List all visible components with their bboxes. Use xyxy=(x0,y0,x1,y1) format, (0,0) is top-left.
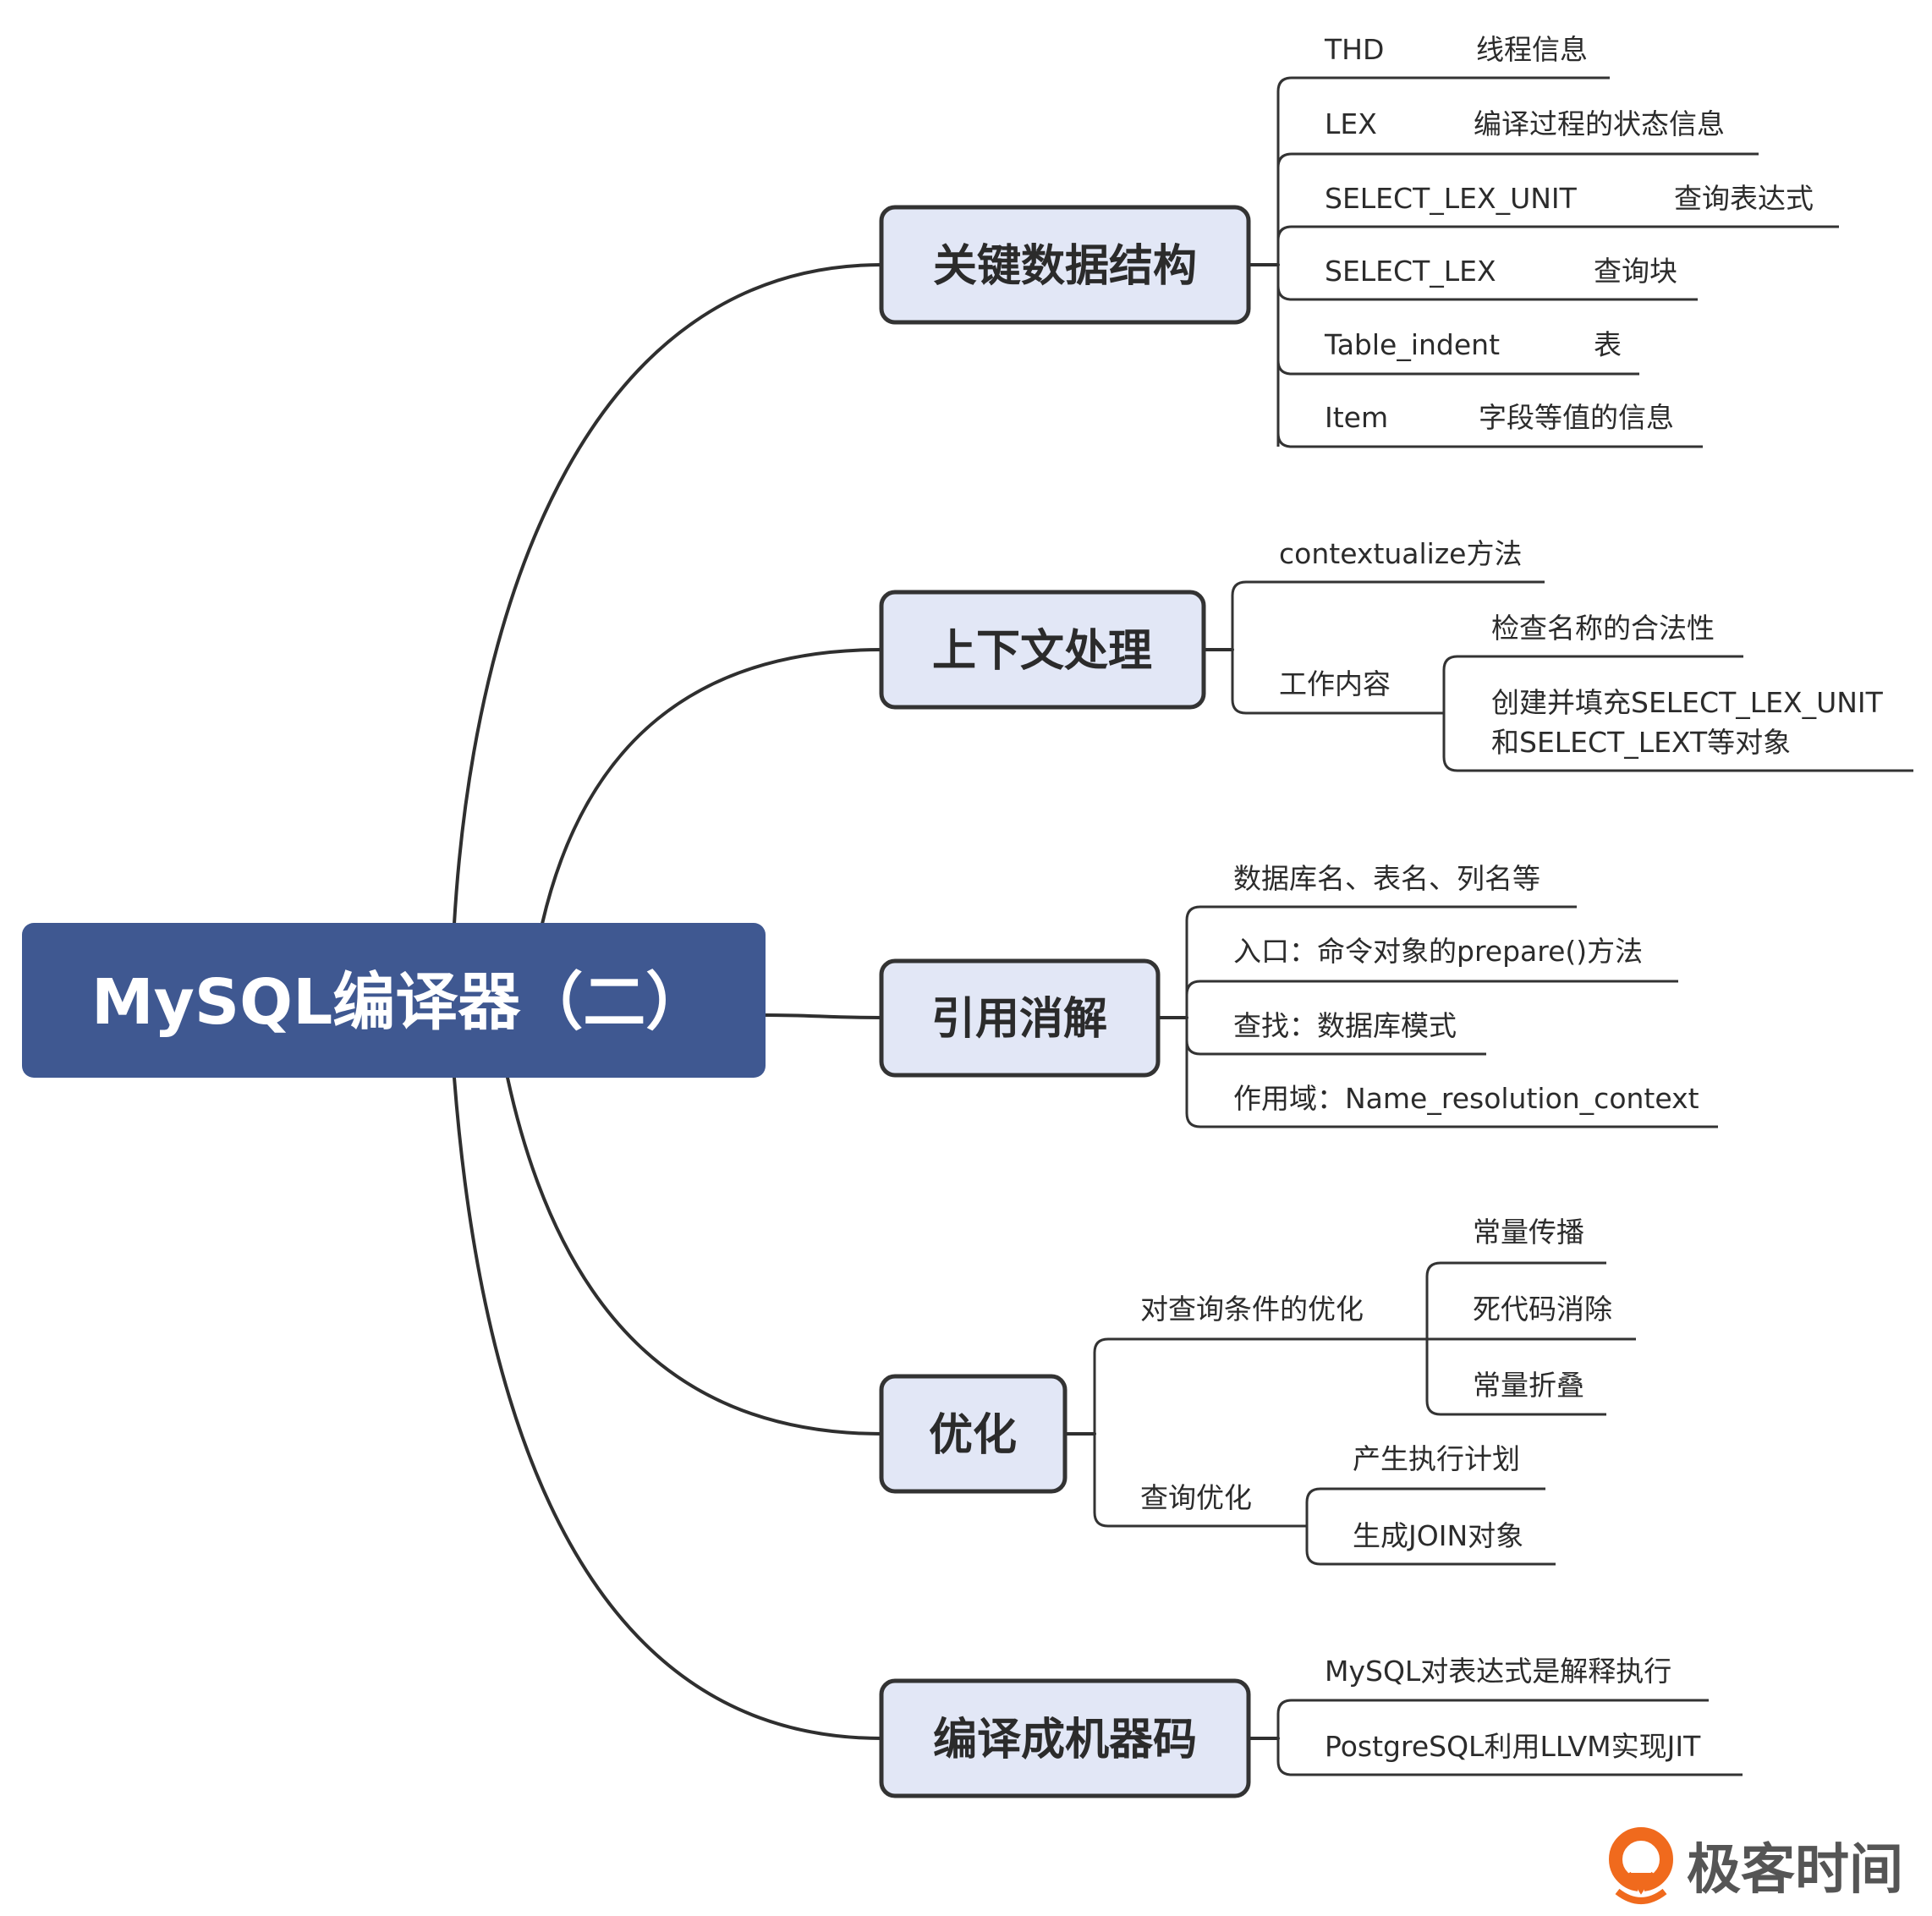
branch-optimize: 优化 对查询条件的优化 常量传播 死代码消除 常量折叠 查询优化 产生执行计划 … xyxy=(879,1216,1636,1566)
topic-title: 上下文处理 xyxy=(932,626,1152,677)
sub-item[interactable]: 检查名称的合法性 xyxy=(1491,612,1715,645)
geektime-logo-icon xyxy=(1609,1827,1673,1904)
item-desc: 查询表达式 xyxy=(1674,182,1814,215)
underline xyxy=(1231,699,1444,715)
item-desc: 字段等值的信息 xyxy=(1479,401,1674,434)
bracket xyxy=(1231,580,1545,700)
underline xyxy=(1276,432,1703,448)
list-item[interactable]: Table_indent 表 xyxy=(1324,328,1622,361)
underline xyxy=(1185,980,1678,996)
list-item[interactable]: 查找：数据库模式 xyxy=(1233,1009,1457,1042)
sub-item[interactable]: 创建并填充SELECT_LEX_UNIT 和SELECT_LEXT等对象 xyxy=(1491,686,1884,759)
connector-root-to-resolution xyxy=(764,1013,883,1019)
topic-title: 优化 xyxy=(929,1410,1017,1461)
item-desc: 表 xyxy=(1594,328,1622,361)
list-item[interactable]: contextualize方法 xyxy=(1279,537,1522,570)
branch-context: 上下文处理 contextualize方法 工作内容 检查名称的合法性 创建并填… xyxy=(879,537,1913,772)
item-name: LEX xyxy=(1325,107,1377,140)
underline xyxy=(1276,152,1759,168)
connector-root-to-codegen xyxy=(453,1076,883,1740)
topic-box xyxy=(879,205,1251,325)
bracket xyxy=(1276,76,1610,447)
topic-box xyxy=(879,1678,1251,1798)
topic-title: 编译成机器码 xyxy=(933,1715,1197,1765)
item-desc: 线程信息 xyxy=(1476,33,1588,66)
branch-resolution: 引用消解 数据库名、表名、列名等 入口：命令对象的prepare()方法 查找：… xyxy=(879,862,1718,1128)
item-name: Table_indent xyxy=(1324,328,1500,361)
underline xyxy=(1093,1512,1307,1528)
underline xyxy=(1425,1400,1606,1416)
list-item[interactable]: Item 字段等值的信息 xyxy=(1325,401,1674,434)
list-item[interactable]: 数据库名、表名、列名等 xyxy=(1233,862,1540,895)
sub-item[interactable]: 生成JOIN对象 xyxy=(1353,1519,1523,1552)
bracket xyxy=(1185,905,1577,1113)
list-item[interactable]: MySQL对表达式是解释执行 xyxy=(1325,1655,1671,1688)
root-connectors xyxy=(453,263,883,1740)
connector-root-to-optimize xyxy=(506,1076,883,1436)
bracket xyxy=(1276,1699,1709,1761)
item-desc: 查询块 xyxy=(1594,255,1677,288)
sub-item-line: 和SELECT_LEXT等对象 xyxy=(1491,726,1791,759)
logo-text: 极客时间 xyxy=(1687,1839,1903,1902)
topic-box xyxy=(879,958,1161,1078)
underline xyxy=(1276,225,1839,241)
item-name: Item xyxy=(1325,401,1388,434)
list-item[interactable]: 入口：命令对象的prepare()方法 xyxy=(1233,935,1643,968)
list-item[interactable]: SELECT_LEX_UNIT 查询表达式 xyxy=(1325,182,1814,215)
topic-title: 引用消解 xyxy=(931,994,1107,1045)
sub-item[interactable]: 死代码消除 xyxy=(1473,1293,1612,1326)
geektime-logo: 极客时间 xyxy=(1609,1827,1903,1904)
sub-item[interactable]: 产生执行计划 xyxy=(1353,1442,1520,1475)
underline xyxy=(1185,1112,1718,1128)
connector-root-to-context xyxy=(541,648,883,925)
list-item[interactable]: 工作内容 xyxy=(1279,667,1391,700)
root-box xyxy=(22,923,766,1078)
sub-bracket xyxy=(1442,655,1743,757)
branch-key-structures: 关键数据结构 THD 线程信息 LEX 编译过程的状态信息 SELECT_LEX… xyxy=(879,33,1839,448)
branch-codegen: 编译成机器码 MySQL对表达式是解释执行 PostgreSQL利用LLVM实现… xyxy=(879,1655,1743,1798)
sub-bracket xyxy=(1305,1487,1545,1551)
sub-bracket xyxy=(1425,1261,1606,1401)
list-item[interactable]: SELECT_LEX 查询块 xyxy=(1325,255,1677,288)
root-title: MySQL编译器（二） xyxy=(91,966,708,1039)
underline xyxy=(1305,1550,1556,1566)
topic-node[interactable]: 上下文处理 xyxy=(879,590,1206,710)
topic-box xyxy=(879,1374,1068,1494)
connector-root-to-key-structures xyxy=(453,263,883,925)
item-name: SELECT_LEX_UNIT xyxy=(1325,182,1578,215)
topic-title: 关键数据结构 xyxy=(933,241,1197,292)
list-item[interactable]: PostgreSQL利用LLVM实现JIT xyxy=(1325,1730,1701,1763)
item-name: SELECT_LEX xyxy=(1325,255,1496,288)
topic-node[interactable]: 优化 xyxy=(879,1374,1068,1494)
underline xyxy=(1276,1760,1743,1776)
topic-node[interactable]: 关键数据结构 xyxy=(879,205,1251,325)
list-item[interactable]: 作用域：Name_resolution_context xyxy=(1233,1082,1699,1115)
item-name: THD xyxy=(1324,33,1384,66)
sub-item[interactable]: 常量折叠 xyxy=(1473,1369,1584,1402)
sub-item[interactable]: 常量传播 xyxy=(1473,1216,1584,1249)
underline xyxy=(1442,756,1913,772)
sub-item-line: 创建并填充SELECT_LEX_UNIT xyxy=(1491,686,1884,719)
underline xyxy=(1276,360,1639,376)
item-desc: 编译过程的状态信息 xyxy=(1474,107,1725,140)
topic-node[interactable]: 引用消解 xyxy=(879,958,1161,1078)
underline xyxy=(1276,285,1698,301)
list-item[interactable]: 对查询条件的优化 xyxy=(1140,1293,1364,1326)
list-item[interactable]: LEX 编译过程的状态信息 xyxy=(1325,107,1725,140)
bracket xyxy=(1093,1337,1427,1512)
list-item[interactable]: THD 线程信息 xyxy=(1324,33,1588,66)
underline xyxy=(1185,1040,1486,1056)
topic-box xyxy=(879,590,1206,710)
list-item[interactable]: 查询优化 xyxy=(1140,1481,1252,1514)
topic-node[interactable]: 编译成机器码 xyxy=(879,1678,1251,1798)
root-node[interactable]: MySQL编译器（二） xyxy=(22,923,766,1078)
